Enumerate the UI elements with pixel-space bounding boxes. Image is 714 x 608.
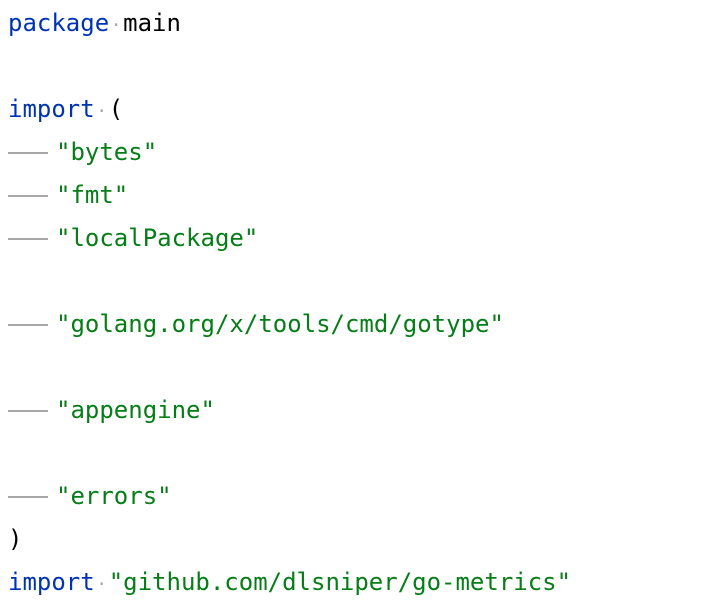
code-lines: package·main import·("bytes""fmt""localP… [8,2,714,604]
code-line: "golang.org/x/tools/cmd/gotype" [8,303,714,346]
tab-whitespace-indicator [8,238,48,240]
code-line: "appengine" [8,389,714,432]
string-token: "errors" [56,482,172,510]
space-whitespace-indicator: · [110,15,122,36]
code-line [8,346,714,389]
code-line: "bytes" [8,131,714,174]
code-line: import·( [8,88,714,131]
string-token: "appengine" [56,396,215,424]
space-whitespace-indicator: · [96,101,108,122]
space-whitespace-indicator: · [96,574,108,595]
code-line: ) [8,518,714,561]
keyword-token: import [8,568,95,596]
code-line: import·"github.com/dlsniper/go-metrics" [8,561,714,604]
plain-token: ) [8,525,23,553]
keyword-token: import [8,95,95,123]
tab-whitespace-indicator [8,195,48,197]
plain-token: ( [108,95,124,123]
string-token: "localPackage" [56,224,259,252]
code-line: "fmt" [8,174,714,217]
tab-whitespace-indicator [8,496,48,498]
code-line: "localPackage" [8,217,714,260]
tab-whitespace-indicator [8,152,48,154]
code-line [8,432,714,475]
string-token: "bytes" [56,138,158,166]
code-line: package·main [8,2,714,45]
string-token: "golang.org/x/tools/cmd/gotype" [56,310,504,338]
code-line: "errors" [8,475,714,518]
string-token: "fmt" [56,181,129,209]
tab-whitespace-indicator [8,324,48,326]
plain-token: main [123,9,181,37]
code-line [8,45,714,88]
code-line [8,260,714,303]
tab-whitespace-indicator [8,410,48,412]
keyword-token: package [8,9,110,37]
string-token: "github.com/dlsniper/go-metrics" [108,568,572,596]
